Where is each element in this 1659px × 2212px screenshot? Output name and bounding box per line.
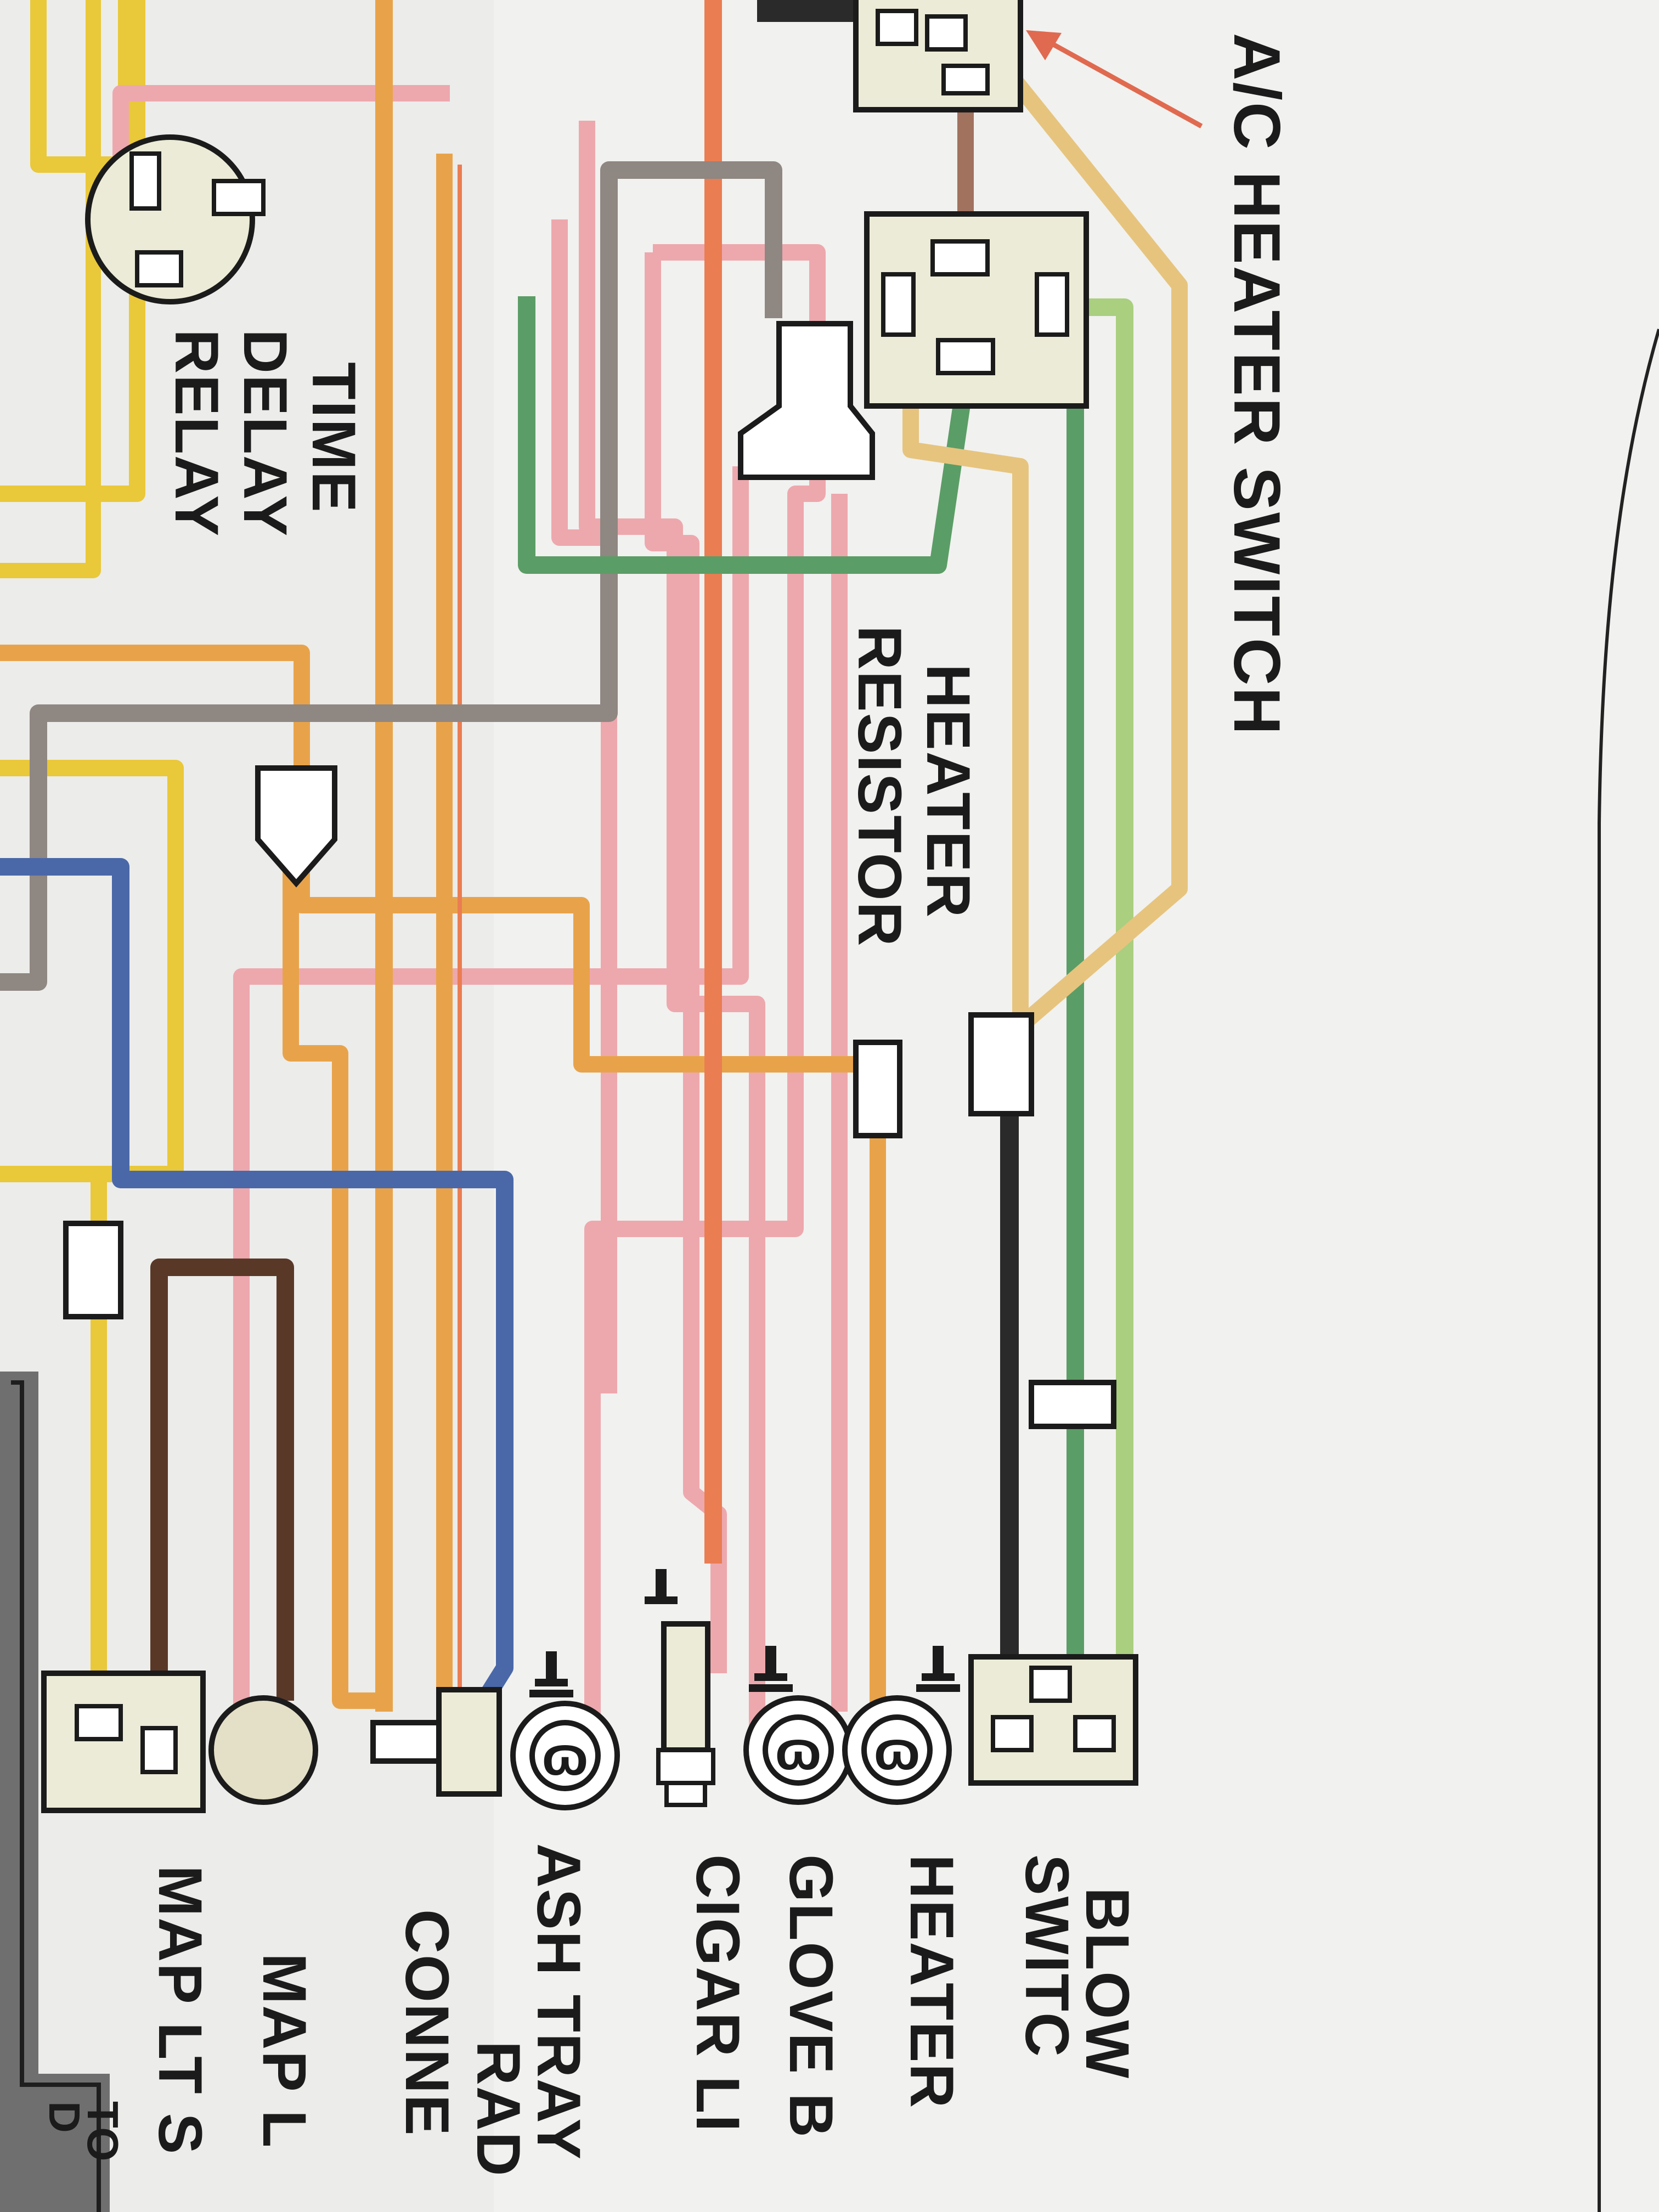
blower-inline-connector: [968, 1012, 1034, 1116]
label-radio-connector-2: CONNE: [393, 1909, 461, 2136]
label-radio-connector-1: RAD: [464, 2041, 533, 2177]
ground-symbol: [765, 1646, 776, 1673]
cigar-lighter-base: [656, 1748, 715, 1785]
wire-tan-1: [992, 55, 1188, 1032]
relay-body: [85, 134, 255, 304]
ac-heater-switch-lower: [864, 211, 1089, 409]
label-glove-box: GLOVE B: [777, 1854, 845, 2138]
harness-connector: [738, 321, 875, 480]
lamp-inner: [763, 1714, 834, 1786]
label-time-delay-relay-2: DELAY: [231, 329, 300, 537]
arrow-shaft: [1041, 36, 1203, 128]
map-lt-switch-body: [41, 1671, 206, 1813]
dark-panel-edge: [11, 1380, 101, 2212]
wire-pink-5: [551, 219, 617, 1393]
wire-brown: [150, 1259, 294, 1734]
pointer-arrow: [1026, 30, 1203, 128]
wire-pink-2: [579, 121, 765, 1734]
label-cigar-lighter: CIGAR LI: [684, 1854, 752, 2133]
map-lt-switch-pin: [140, 1726, 178, 1774]
label-time-delay-relay-3: RELAY: [162, 329, 231, 537]
radio-connector-component: [370, 1687, 502, 1797]
lamp-filament-glyph: ɷ: [775, 1720, 821, 1781]
arrow-head: [1026, 30, 1062, 60]
ground-symbol: [916, 1684, 960, 1692]
lamp-outer: [510, 1701, 620, 1810]
ground-symbol: [933, 1646, 944, 1673]
blower-switch-component: [968, 1654, 1138, 1786]
switch-top-pin: [876, 9, 918, 46]
wire-orange-4: [283, 823, 384, 1709]
wire-gray: [0, 161, 782, 991]
label-blower-switch-1: BLOW: [1073, 1887, 1142, 2079]
wire-yellow-3: [0, 760, 184, 1182]
time-delay-relay: [85, 134, 266, 304]
switch-lower-pin: [1035, 272, 1069, 337]
label-map-light: MAP L: [250, 1953, 319, 2148]
cigar-lighter-foot: [664, 1781, 707, 1807]
map-lt-switch-pin: [75, 1704, 123, 1741]
dark-panel: [0, 1372, 110, 2212]
relay-pin: [135, 250, 183, 287]
cigar-lighter-body: [661, 1621, 710, 1753]
wire-tan-2: [902, 395, 1029, 1026]
label-heater-lamp: HEATER: [898, 1854, 966, 2109]
ash-tray-lamp: ɷ: [510, 1701, 620, 1810]
ground-symbol: [922, 1673, 955, 1681]
ac-heater-switch-top: [853, 0, 1023, 112]
switch-top-pin: [925, 14, 968, 52]
wire-yellow-1: [30, 0, 134, 173]
lamp-outer: [842, 1695, 952, 1805]
switch-lower-pin: [881, 272, 916, 337]
sheet-border-curve: [1598, 329, 1659, 2212]
label-ash-tray: ASH TRAY: [524, 1843, 593, 2160]
ground-symbol: [529, 1690, 573, 1697]
switch-top-pin: [941, 64, 990, 95]
lamp-inner: [529, 1720, 601, 1791]
ground-symbol: [754, 1673, 787, 1681]
pentagon-connector: [255, 765, 337, 888]
wire-blue: [0, 858, 514, 1717]
blower-switch-pin: [1029, 1666, 1072, 1703]
green-inline-connector: [1029, 1380, 1116, 1429]
wire-pink-4: [584, 244, 826, 1734]
map-lt-switch-component: [41, 1671, 206, 1813]
wire-dark-green: [518, 296, 1084, 1668]
switch-lower-pin: [930, 239, 990, 276]
relay-pin: [212, 179, 266, 216]
label-ac-heater-switch: A/C HEATER SWITCH: [1220, 33, 1294, 736]
blower-switch-pin: [1073, 1715, 1116, 1752]
heater-lamp: ɷ: [842, 1695, 952, 1805]
lamp-inner: [861, 1714, 933, 1786]
label-blower-switch-2: SWITC: [1013, 1854, 1081, 2058]
blower-switch-pin: [991, 1715, 1034, 1752]
ground-symbols: [529, 1569, 960, 1697]
label-map-lt-switch: MAP LT S: [146, 1865, 215, 2155]
heater-resistor-connector: [853, 1040, 902, 1138]
label-to-tag-2: D: [40, 2101, 89, 2133]
ground-symbol: [535, 1679, 568, 1686]
lamp-filament-glyph: ɷ: [542, 1725, 588, 1787]
ground-symbol: [546, 1651, 557, 1679]
radio-connector-pin: [370, 1720, 442, 1764]
label-to-tag-1: TO: [78, 2101, 127, 2162]
wire-pink-6: [233, 466, 749, 1712]
yellow-inline-connector: [63, 1221, 123, 1319]
map-light-bulb: [208, 1695, 318, 1805]
lamp-filament-glyph: ɷ: [874, 1720, 920, 1781]
radio-connector-body: [436, 1687, 502, 1797]
label-heater-resistor-1: HEATER: [914, 664, 983, 918]
ground-symbol: [749, 1684, 793, 1692]
ground-symbol: [645, 1596, 678, 1604]
ground-symbol: [656, 1569, 667, 1596]
cigar-lighter-component: [656, 1621, 715, 1807]
glove-box-lamp: ɷ: [743, 1695, 853, 1805]
switch-lower-pin: [936, 338, 995, 375]
relay-pin: [129, 151, 161, 211]
label-heater-resistor-2: RESISTOR: [845, 625, 914, 947]
label-time-delay-relay-1: TIME: [300, 362, 368, 514]
